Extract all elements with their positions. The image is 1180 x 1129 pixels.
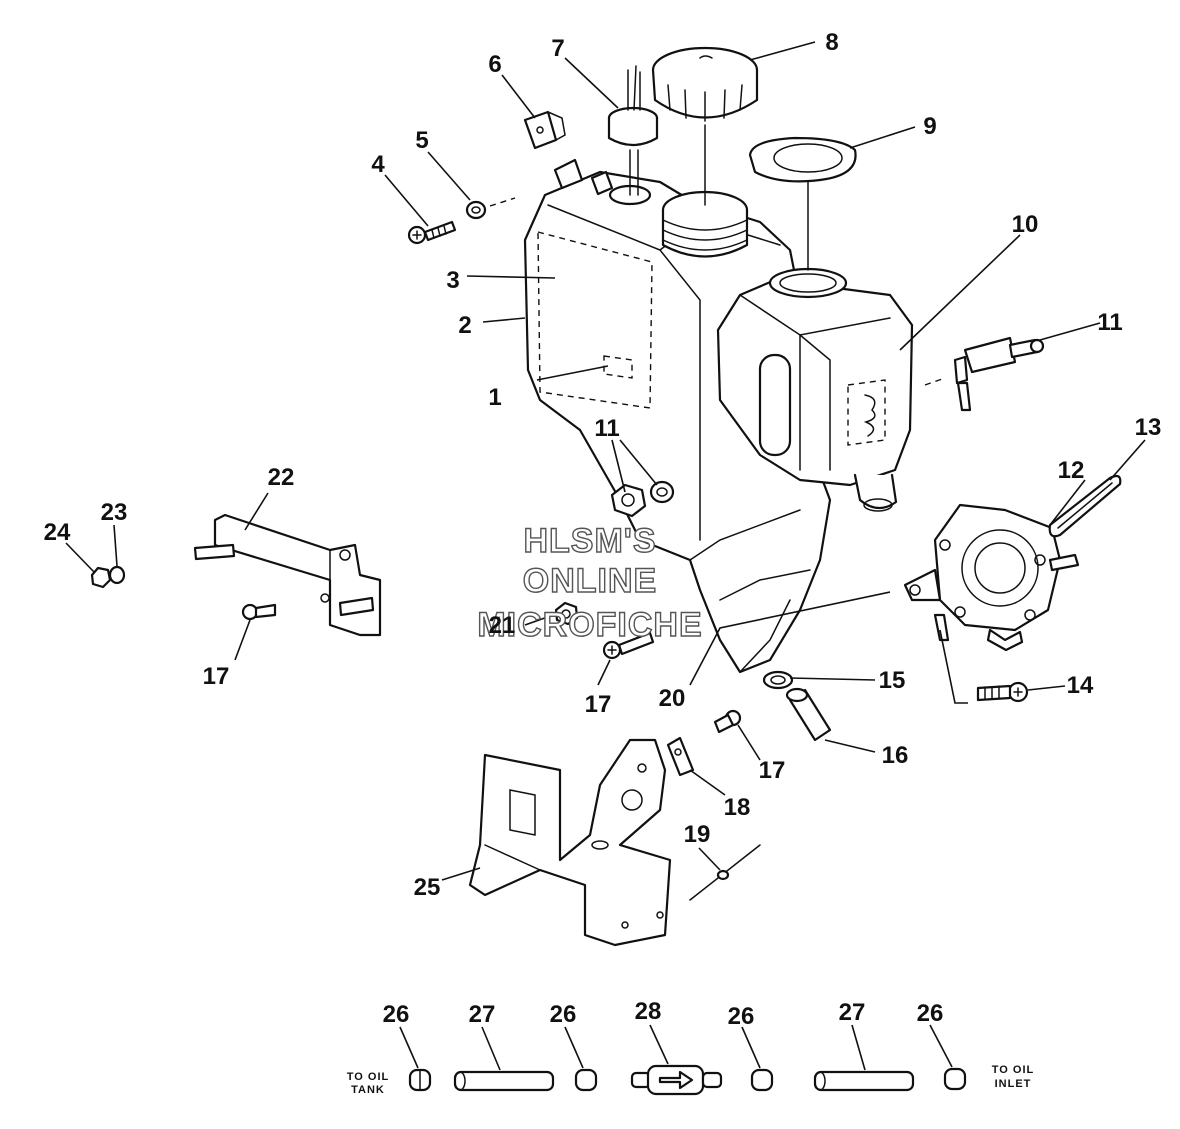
callout-3: 3 [446,267,459,294]
callout-24: 24 [44,519,71,546]
petcock-part-11 [924,336,1045,412]
nut-washer-part-11 [610,480,675,518]
clamp-part-26-c [750,1068,774,1092]
callout-11-right: 11 [1097,309,1122,336]
clip-part-6 [523,110,566,150]
callout-14: 14 [1067,672,1094,699]
callout-27-a: 27 [469,1001,496,1028]
callout-17-lower: 17 [759,757,786,784]
hose-part-27-b [813,1070,915,1092]
watermark-line-3: MICROFICHE [477,606,702,644]
watermark: HLSM'S ONLINE MICROFICHE [477,521,703,644]
callout-13: 13 [1135,414,1162,441]
oil-reservoir [716,267,914,512]
callout-18: 18 [724,794,751,821]
screw-part-17-center [602,631,655,660]
reservoir-cap [748,136,857,271]
inline-filter-part-28 [630,1064,723,1096]
screw-part-17-lower [713,709,742,734]
nut-part-21 [554,601,579,626]
hose-part-27-a [453,1070,555,1092]
screw-part-17-left [241,603,277,621]
callout-numbers: 1 2 3 4 5 6 7 8 9 10 11 11 12 13 14 15 1… [44,29,1162,1030]
callout-20: 20 [659,685,686,712]
callout-26-a: 26 [383,1001,410,1028]
grommet-part-15 [762,670,794,690]
callout-8: 8 [825,29,838,56]
callout-5: 5 [415,127,428,154]
clamp-part-26-b [574,1068,598,1092]
callout-9: 9 [923,113,936,140]
callout-26-b: 26 [550,1001,577,1028]
callout-1: 1 [488,384,501,411]
clamp-part-26-a [408,1068,432,1092]
callout-19: 19 [684,821,711,848]
callout-17-left: 17 [203,663,230,690]
washer-part-5 [465,197,516,220]
screw-part-4 [407,220,457,245]
callout-15: 15 [879,667,906,694]
callout-6: 6 [488,51,501,78]
callout-25: 25 [414,874,441,901]
callout-10: 10 [1012,211,1039,238]
label-to-oil-tank-line-2: TANK [351,1084,385,1096]
callout-22: 22 [268,464,295,491]
filler-cap [651,46,759,206]
strap-part-13 [1048,474,1122,538]
side-labels: TO OIL TANK TO OIL INLET [347,1064,1034,1096]
callout-23: 23 [101,499,128,526]
label-to-oil-tank-line-1: TO OIL [347,1071,389,1083]
callout-4: 4 [371,151,385,178]
callout-21: 21 [489,612,516,639]
callout-27-b: 27 [839,999,866,1026]
label-to-oil-inlet-line-1: TO OIL [992,1064,1034,1076]
tie-part-19 [689,844,761,901]
bracket-part-22 [193,513,382,637]
callout-7: 7 [551,35,564,62]
watermark-line-1: HLSM'S [523,522,656,560]
callout-28: 28 [635,998,662,1025]
callout-11-center: 11 [594,415,619,442]
screw-part-14 [976,681,1029,703]
callout-26-c: 26 [728,1003,755,1030]
mounting-bracket-part-25 [468,738,672,947]
fitting-part-16 [785,687,832,742]
clamp-part-26-d [943,1067,967,1091]
clip-part-18 [666,736,695,777]
callout-17-center: 17 [585,691,612,718]
oil-level-sensor [607,65,659,196]
washer-part-23 [108,565,126,585]
callout-2: 2 [458,312,471,339]
fuel-pump [903,503,1080,652]
callout-12: 12 [1058,457,1085,484]
label-to-oil-inlet-line-2: INLET [995,1078,1032,1090]
callout-26-d: 26 [917,1000,944,1027]
watermark-line-2: ONLINE [523,562,657,600]
callout-16: 16 [882,742,909,769]
nut-part-24 [90,566,112,589]
leader-lines [65,41,1146,1071]
